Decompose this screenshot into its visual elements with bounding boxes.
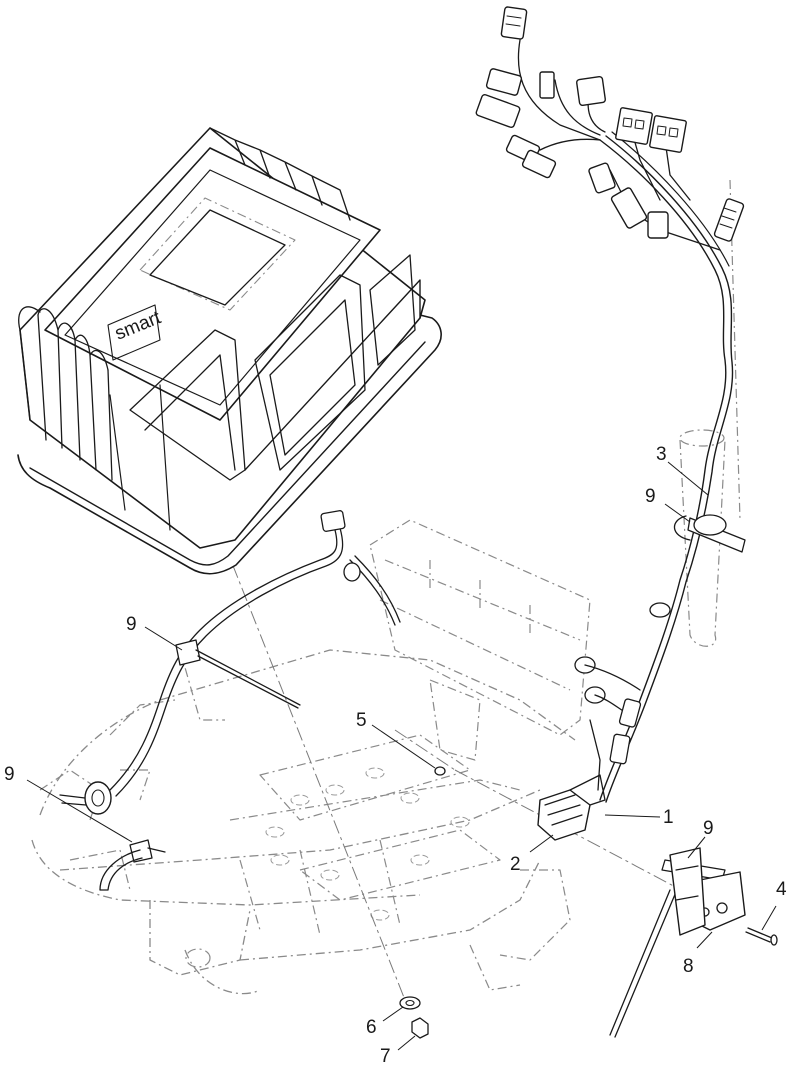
harness-connectors xyxy=(475,6,745,242)
callout-3: 3 xyxy=(656,444,667,465)
bracket-part-8 xyxy=(669,847,746,936)
module-part-2 xyxy=(537,774,606,841)
callout-6: 6 xyxy=(366,1017,377,1038)
callout-4: 4 xyxy=(776,879,787,900)
callout-8: 8 xyxy=(683,956,694,977)
callout-9-lower-left: 9 xyxy=(4,764,15,785)
nut-part-5 xyxy=(434,766,446,776)
callout-5: 5 xyxy=(356,710,367,731)
bolt-part-7 xyxy=(411,1017,429,1039)
left-harness xyxy=(59,510,401,815)
center-lines xyxy=(204,494,701,1001)
phantom-panel xyxy=(369,179,741,761)
callout-7: 7 xyxy=(380,1046,391,1067)
callout-2: 2 xyxy=(510,854,521,875)
screw-part-4 xyxy=(745,927,778,946)
callout-1: 1 xyxy=(663,807,674,828)
controller-housing: smart xyxy=(17,127,442,575)
callout-9-right: 9 xyxy=(703,818,714,839)
washer-part-6 xyxy=(399,996,421,1010)
wire-harness xyxy=(475,6,746,803)
frame-bolt-holes xyxy=(265,767,470,921)
callouts: 1 2 3 4 5 6 7 8 9 9 9 9 xyxy=(4,444,787,1067)
callout-9-left-middle: 9 xyxy=(126,614,137,635)
phantom-frame xyxy=(31,649,576,995)
cable-ties xyxy=(99,515,726,1038)
leader-lines xyxy=(26,461,777,1051)
callout-9-upper-right: 9 xyxy=(645,486,656,507)
